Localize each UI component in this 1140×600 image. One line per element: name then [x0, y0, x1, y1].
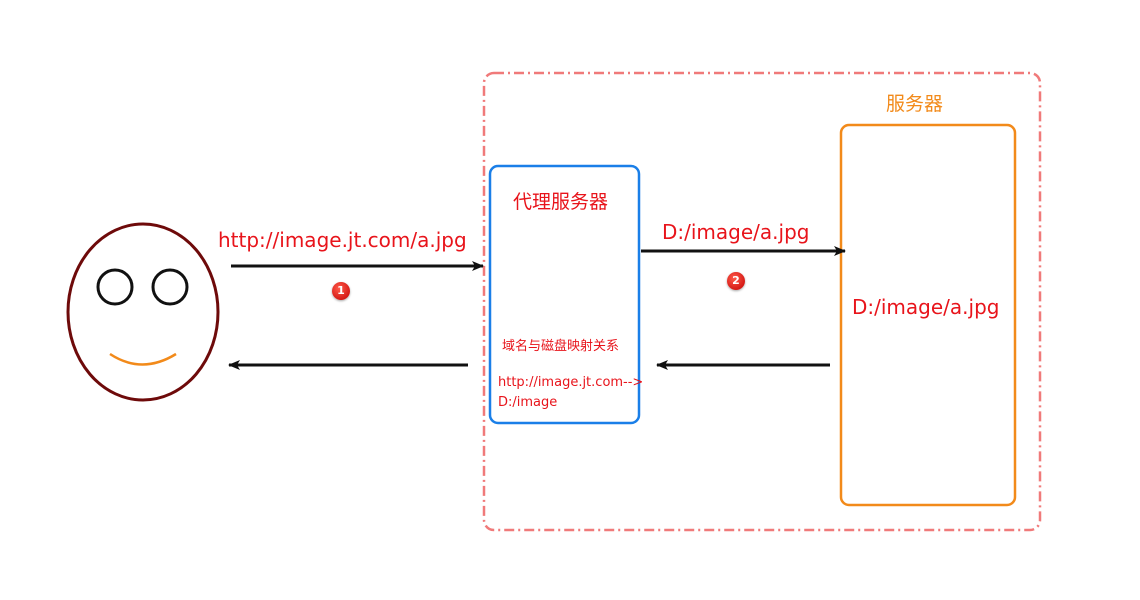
mapping-title: 域名与磁盘映射关系 — [502, 339, 620, 354]
server-box — [839, 123, 1017, 507]
server-zone-boundary — [482, 71, 1042, 532]
step-2-badge: 2 — [727, 272, 745, 290]
client-face-icon — [66, 222, 220, 402]
request-url-label: http://image.jt.com/a.jpg — [218, 228, 467, 252]
step-1-badge: 1 — [332, 282, 350, 300]
forward-path-label: D:/image/a.jpg — [662, 220, 810, 244]
server-file-path: D:/image/a.jpg — [852, 295, 1000, 319]
server-title: 服务器 — [886, 93, 944, 115]
mapping-disk-path: D:/image — [498, 395, 558, 410]
mapping-domain: http://image.jt.com--> — [498, 375, 644, 390]
proxy-server-title: 代理服务器 — [513, 191, 609, 213]
proxy-server-box — [488, 164, 641, 425]
